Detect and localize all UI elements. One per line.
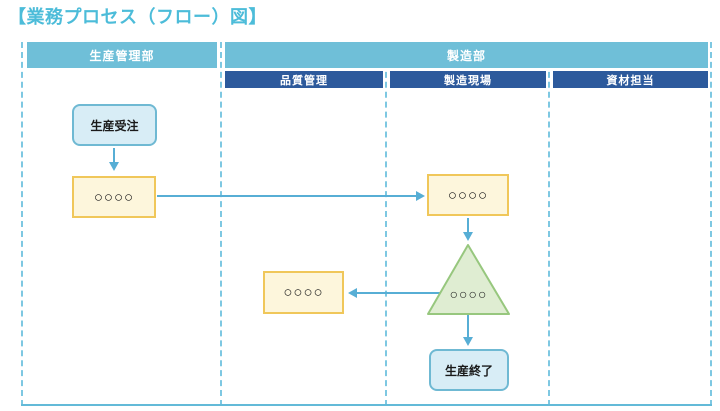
decision-label: ○○○○ [428,285,509,303]
node-process-a: ○○○○ [72,176,156,218]
lane-header-manufacturing: 製造部 [225,42,708,68]
lane-divider-right [710,42,712,406]
sub-lane-header-label: 資材担当 [606,74,655,87]
node-process-c: ○○○○ [263,271,344,314]
lane-header-label: 生産管理部 [89,48,155,63]
node-label: ○○○○ [93,188,135,206]
lane-divider-left [21,42,23,406]
node-label: ○○○○ [449,286,488,302]
node-label: 生産受注 [90,118,139,133]
diagram-bottom-border [21,404,712,406]
node-process-b: ○○○○ [427,174,509,216]
sub-lane-header-label: 品質管理 [280,74,328,87]
node-label: ○○○○ [447,186,489,204]
lane-divider-1 [220,42,222,406]
node-production-end: 生産終了 [429,349,509,391]
lane-divider-2 [385,42,387,406]
lane-divider-3 [548,42,550,406]
sub-lane-header-manufacturing-floor: 製造現場 [390,71,546,88]
node-label: 生産終了 [444,363,493,378]
node-label: ○○○○ [283,284,324,301]
lane-header-production-management: 生産管理部 [27,42,217,68]
sub-lane-header-label: 製造現場 [444,74,492,87]
node-production-order: 生産受注 [72,104,157,146]
decision-triangle [427,244,510,315]
sub-lane-header-materials: 資材担当 [553,71,708,88]
page-title: 【業務プロセス（フロー）図】 [8,7,267,27]
lane-header-label: 製造部 [446,48,486,63]
sub-lane-header-quality-control: 品質管理 [225,71,383,88]
